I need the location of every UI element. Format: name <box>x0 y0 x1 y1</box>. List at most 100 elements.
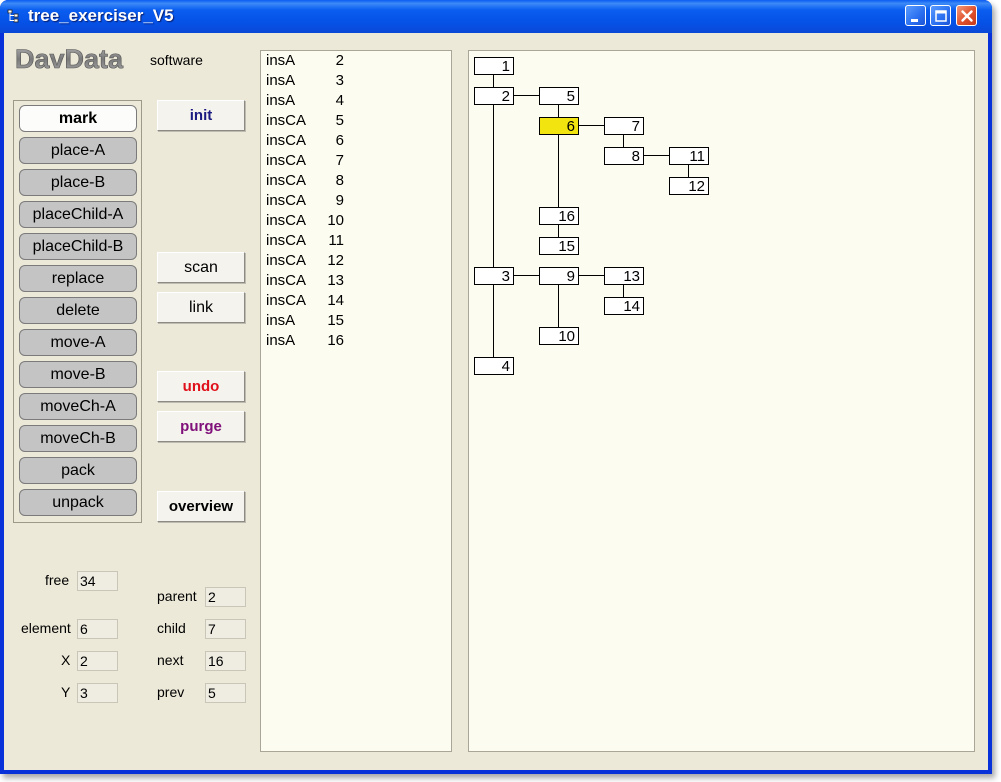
tree-node-5[interactable]: 5 <box>539 87 579 106</box>
action-button-pack[interactable]: pack <box>19 457 137 484</box>
tree-node-box <box>474 57 514 75</box>
action-button-place-a[interactable]: place-A <box>19 137 137 164</box>
action-button-delete[interactable]: delete <box>19 297 137 324</box>
tree-node-label: 13 <box>623 268 640 285</box>
element-label: element <box>21 620 71 636</box>
init-label: init <box>189 107 213 124</box>
tree-node-7[interactable]: 7 <box>604 117 644 136</box>
history-number: 12 <box>327 252 344 269</box>
action-button-place-b[interactable]: place-B <box>19 169 137 196</box>
action-button-move-a[interactable]: move-A <box>19 329 137 356</box>
parent-field[interactable]: 2 <box>205 587 246 607</box>
x-field[interactable]: 2 <box>77 651 118 671</box>
tree-node-4[interactable]: 4 <box>474 357 514 376</box>
tree-node-10[interactable]: 10 <box>539 327 579 346</box>
history-op: insCA <box>266 212 307 229</box>
tree-node-label: 2 <box>502 88 510 105</box>
tree-node-12[interactable]: 12 <box>669 177 709 196</box>
action-button-mark[interactable]: mark <box>19 105 137 132</box>
tree-node-13[interactable]: 13 <box>604 267 644 286</box>
minimize-icon <box>911 19 918 22</box>
child-label: child <box>157 620 186 636</box>
tree-node-label: 11 <box>689 148 705 165</box>
action-button-move-b[interactable]: move-B <box>19 361 137 388</box>
free-field[interactable]: 34 <box>77 571 118 591</box>
child-field[interactable]: 7 <box>205 619 246 639</box>
overview-label: overview <box>168 498 234 515</box>
next-field[interactable]: 16 <box>205 651 246 671</box>
tree-node-label: 16 <box>558 208 575 225</box>
y-field[interactable]: 3 <box>77 683 118 703</box>
history-number: 15 <box>327 312 344 329</box>
close-icon <box>961 10 973 22</box>
action-button-placechild-a[interactable]: placeChild-A <box>19 201 137 228</box>
element-field[interactable]: 6 <box>77 619 118 639</box>
history-number: 11 <box>328 232 344 249</box>
tree-node-2[interactable]: 2 <box>474 87 514 106</box>
tree-node-14[interactable]: 14 <box>604 297 644 316</box>
tree-node-6[interactable]: 6 <box>539 117 579 136</box>
history-op: insCA <box>266 232 307 249</box>
link-button[interactable]: link <box>157 292 245 323</box>
tree-node-box <box>604 147 644 165</box>
next-label: next <box>157 652 184 668</box>
tree-node-9[interactable]: 9 <box>539 267 579 286</box>
tree-node-8[interactable]: 8 <box>604 147 644 166</box>
action-button-replace[interactable]: replace <box>19 265 137 292</box>
tree-node-label: 9 <box>567 268 575 285</box>
tree-node-box <box>474 357 514 375</box>
undo-button[interactable]: undo <box>157 371 245 402</box>
tree-node-box <box>539 327 579 345</box>
prev-label: prev <box>157 684 185 700</box>
tree-node-box <box>604 267 644 285</box>
title-bar[interactable]: tree_exerciser_V5 <box>0 0 992 33</box>
history-op: insCA <box>266 112 307 129</box>
history-op: insCA <box>266 192 307 209</box>
tree-node-3[interactable]: 3 <box>474 267 514 286</box>
prev-field[interactable]: 5 <box>205 683 246 703</box>
purge-button[interactable]: purge <box>157 411 245 442</box>
overview-button[interactable]: overview <box>157 491 245 522</box>
action-button-movech-b[interactable]: moveCh-B <box>19 425 137 452</box>
tree-node-label: 8 <box>632 148 640 165</box>
maximize-button[interactable] <box>930 5 951 26</box>
history-op: insA <box>266 52 296 69</box>
purge-label: purge <box>180 418 222 435</box>
close-button[interactable] <box>956 5 977 26</box>
history-op: insCA <box>266 172 307 189</box>
history-row[interactable]: insCA 11 <box>266 232 344 252</box>
action-button-movech-a[interactable]: moveCh-A <box>19 393 137 420</box>
y-label: Y <box>61 684 71 700</box>
minimize-button[interactable] <box>905 5 926 26</box>
link-label: link <box>188 299 213 316</box>
scan-button[interactable]: scan <box>157 252 245 283</box>
tree-node-16[interactable]: 16 <box>539 207 579 226</box>
action-button-placechild-b[interactable]: placeChild-B <box>19 233 137 260</box>
tree-node-box <box>669 147 709 165</box>
action-button-unpack[interactable]: unpack <box>19 489 137 516</box>
tree-node-15[interactable]: 15 <box>539 237 579 256</box>
history-number: 4 <box>335 92 344 109</box>
tree-node-box <box>539 267 579 285</box>
init-button[interactable]: init <box>157 100 245 131</box>
tree-node-11[interactable]: 11 <box>669 147 709 166</box>
tree-node-1[interactable]: 1 <box>474 57 514 76</box>
